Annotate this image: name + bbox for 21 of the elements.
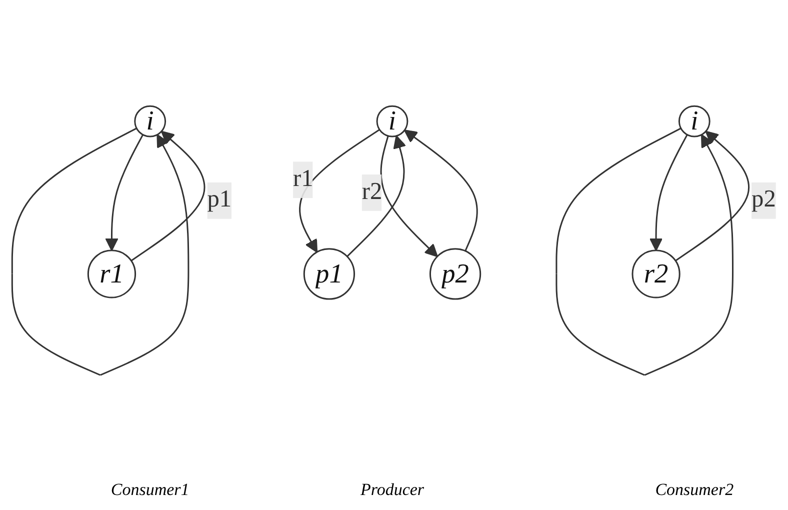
edge-label: p1 [207, 186, 232, 213]
arrow [105, 134, 144, 252]
node-circle: p2 [429, 248, 482, 300]
node-circle: r2 [632, 250, 680, 298]
arrow [346, 135, 406, 257]
arrow [404, 130, 478, 252]
diagram-caption: Consumer2 [655, 480, 734, 500]
node-circle: p1 [303, 248, 356, 300]
arrow [130, 130, 206, 262]
arrow [675, 130, 750, 262]
node-circle: i [678, 105, 710, 138]
diagram-caption: Producer [360, 480, 424, 500]
diagram-caption: Consumer1 [110, 480, 190, 500]
edge-label: p2 [752, 186, 776, 213]
arrow [380, 136, 438, 258]
node-circle: i [376, 105, 408, 138]
edge-label: r1 [293, 166, 314, 192]
node-circle: i [134, 105, 166, 138]
node-circle: r1 [87, 250, 136, 298]
arrow [649, 134, 688, 252]
edge-label: r2 [362, 179, 382, 205]
